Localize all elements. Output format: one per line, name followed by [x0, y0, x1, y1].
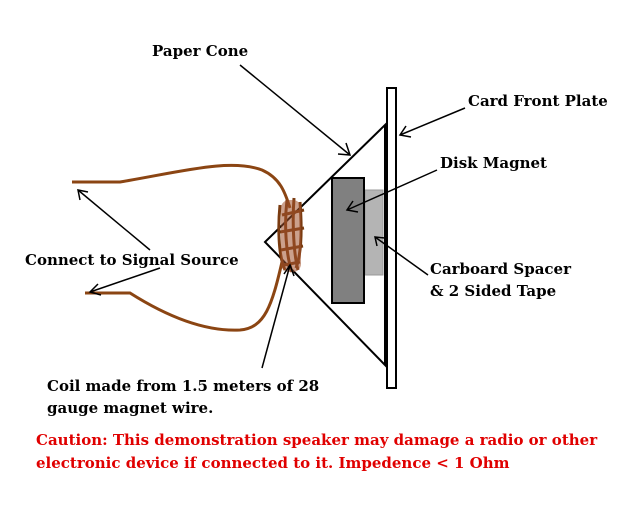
label-card-front-plate: Card Front Plate [468, 92, 608, 110]
signal-arrowhead-lower [88, 283, 102, 296]
label-coil-line2: gauge magnet wire. [47, 399, 214, 417]
signal-arrowhead-upper [77, 189, 89, 201]
label-spacer-line1: Carboard Spacer [430, 260, 572, 278]
card-front-plate [386, 87, 397, 389]
wire-lead-lower [85, 261, 284, 332]
signal-pointer-upper [77, 189, 151, 251]
caution-line2: electronic device if connected to it. Im… [36, 454, 510, 472]
coil-arrowhead [283, 263, 295, 277]
label-paper-cone: Paper Cone [152, 42, 249, 60]
label-coil-line1: Coil made from 1.5 meters of 28 [47, 377, 320, 395]
signal-pointer-lower [89, 267, 161, 293]
paper-cone-arrowhead [337, 142, 352, 156]
paper-cone-pointer [239, 64, 351, 156]
label-connect-signal: Connect to Signal Source [25, 251, 239, 269]
disk-magnet-arrowhead [345, 200, 359, 213]
cardboard-spacer [364, 189, 384, 276]
spacer-arrowhead [374, 236, 386, 247]
coil-body [281, 200, 301, 272]
label-spacer-line2: & 2 Sided Tape [430, 282, 557, 300]
disk-magnet-pointer [346, 169, 438, 211]
label-disk-magnet: Disk Magnet [440, 154, 547, 172]
disk-magnet [331, 177, 365, 304]
front-plate-arrowhead [398, 125, 412, 138]
coil-pointer [261, 264, 291, 369]
spacer-pointer [374, 236, 429, 276]
front-plate-pointer [399, 107, 466, 136]
wire-lead-upper [72, 163, 292, 209]
caution-line1: Caution: This demonstration speaker may … [36, 431, 598, 449]
